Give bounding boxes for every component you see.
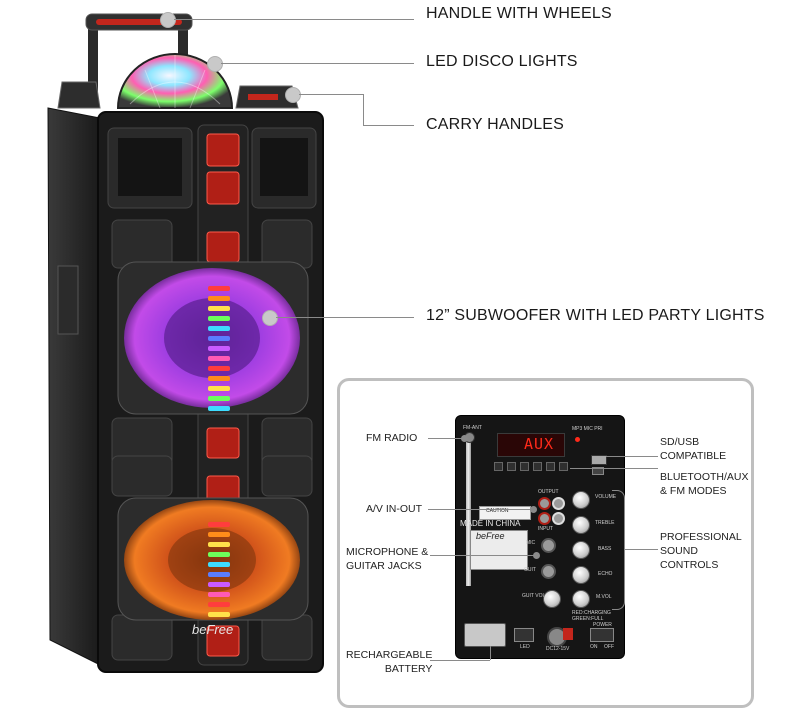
lower-woofer [117, 497, 309, 621]
bass-label: BASS [598, 546, 612, 552]
m-vol-label: M.VOL [596, 594, 612, 600]
led-display: AUX [497, 433, 565, 457]
volume-knob[interactable] [572, 491, 590, 509]
label-bt-aux: BLUETOOTH/AUX & FM MODES [660, 471, 749, 497]
leader-line-handle [174, 19, 414, 20]
output-label: OUTPUT [538, 489, 559, 495]
leader-line-carry-c [363, 125, 414, 126]
mp3-label: MP3 MIC PRI [572, 426, 603, 432]
made-in-text: MADE IN CHINA [460, 519, 521, 528]
leader-battery [430, 660, 490, 661]
leader-dot-fm-radio [461, 435, 468, 442]
power-on-label: ON [590, 644, 598, 650]
led-switch[interactable] [514, 628, 534, 642]
mode-button-2[interactable] [507, 462, 516, 471]
callout-dot-handle [160, 12, 176, 28]
callout-dot-carry [285, 87, 301, 103]
volume-label: VOLUME [595, 494, 617, 500]
leader-battery-up [490, 646, 491, 660]
usb-port[interactable] [591, 455, 607, 465]
mode-button-6[interactable] [559, 462, 568, 471]
echo-knob[interactable] [572, 566, 590, 584]
label-av-in-out: A/V IN-OUT [366, 503, 423, 515]
label-fm-radio: FM RADIO [366, 432, 418, 444]
av-input-jack-white[interactable] [552, 512, 565, 525]
leader-line-subwoofer [276, 317, 414, 318]
mode-button-3[interactable] [520, 462, 529, 471]
speaker-brand-logo: beFree [192, 622, 233, 637]
guitar-volume-knob[interactable] [543, 590, 561, 608]
av-output-jack-red[interactable] [538, 497, 551, 510]
label-carry-handles: CARRY HANDLES [426, 116, 565, 133]
power-inlet[interactable] [464, 623, 506, 647]
av-input-jack-red[interactable] [538, 512, 551, 525]
power-switch[interactable] [590, 628, 614, 642]
sticker-brand: beFree [476, 531, 505, 541]
leader-dot-mic [533, 552, 540, 559]
mode-button-4[interactable] [533, 462, 542, 471]
echo-label: ECHO [598, 571, 613, 577]
fm-antenna [466, 440, 471, 586]
guitar-jack[interactable] [541, 564, 556, 579]
sd-slot[interactable] [592, 467, 604, 475]
charge-indicator [563, 628, 573, 640]
av-output-jack-white[interactable] [552, 497, 565, 510]
leader-mic-guitar [430, 555, 536, 556]
display-text: AUX [524, 435, 555, 453]
fm-ant-label: FM-ANT [463, 425, 482, 431]
power-off-label: OFF [604, 644, 614, 650]
label-handle-with-wheels: HANDLE WITH WHEELS [426, 5, 612, 22]
caution-text: CAUTION [486, 508, 509, 514]
leader-line-disco [221, 63, 414, 64]
leader-sound [624, 549, 658, 550]
treble-label: TREBLE [595, 520, 615, 526]
disco-ball-light [116, 53, 234, 109]
power-label: POWER [593, 622, 612, 628]
mic-volume-knob[interactable] [572, 590, 590, 608]
party-speaker-illustration: beFree [47, 13, 324, 673]
leader-bt-aux [570, 468, 658, 469]
carry-handles [57, 81, 299, 109]
leader-fm-radio [428, 438, 462, 439]
guitar-jack-label: GUIT [524, 567, 536, 573]
led-strip-upper [208, 286, 230, 411]
callout-dot-disco [207, 56, 223, 72]
input-label: INPUT [538, 526, 553, 532]
leader-av-in-out [428, 509, 534, 510]
led-strip-lower [208, 522, 230, 617]
bass-knob[interactable] [572, 541, 590, 559]
led-switch-label: LED [520, 644, 530, 650]
label-sound-controls: PROFESSIONAL SOUND CONTROLS [660, 531, 742, 571]
callout-dot-subwoofer [262, 310, 278, 326]
label-battery: RECHARGEABLE BATTERY [346, 649, 433, 675]
label-mic-guitar: MICROPHONE & GUITAR JACKS [346, 546, 429, 572]
model-sticker [470, 530, 528, 570]
leader-line-carry-a [299, 94, 363, 95]
mic-jack[interactable] [541, 538, 556, 553]
treble-knob[interactable] [572, 516, 590, 534]
leader-line-carry-b [363, 94, 364, 125]
mic-jack-label: MIC [526, 540, 536, 546]
sound-bracket [612, 490, 625, 610]
leader-dot-av [530, 506, 537, 513]
mode-button-1[interactable] [494, 462, 503, 471]
charge-note: RED:CHARGING GREEN:FULL [572, 610, 611, 622]
mode-button-5[interactable] [546, 462, 555, 471]
leader-sd-usb [606, 456, 658, 457]
label-subwoofer: 12” SUBWOOFER WITH LED PARTY LIGHTS [426, 307, 765, 324]
status-led [575, 437, 580, 442]
dc-label: DC12-15V [546, 646, 570, 652]
guit-vol-label: GUIT VOL [522, 593, 546, 599]
label-led-disco-lights: LED DISCO LIGHTS [426, 53, 578, 70]
label-sd-usb: SD/USB COMPATIBLE [660, 436, 727, 462]
